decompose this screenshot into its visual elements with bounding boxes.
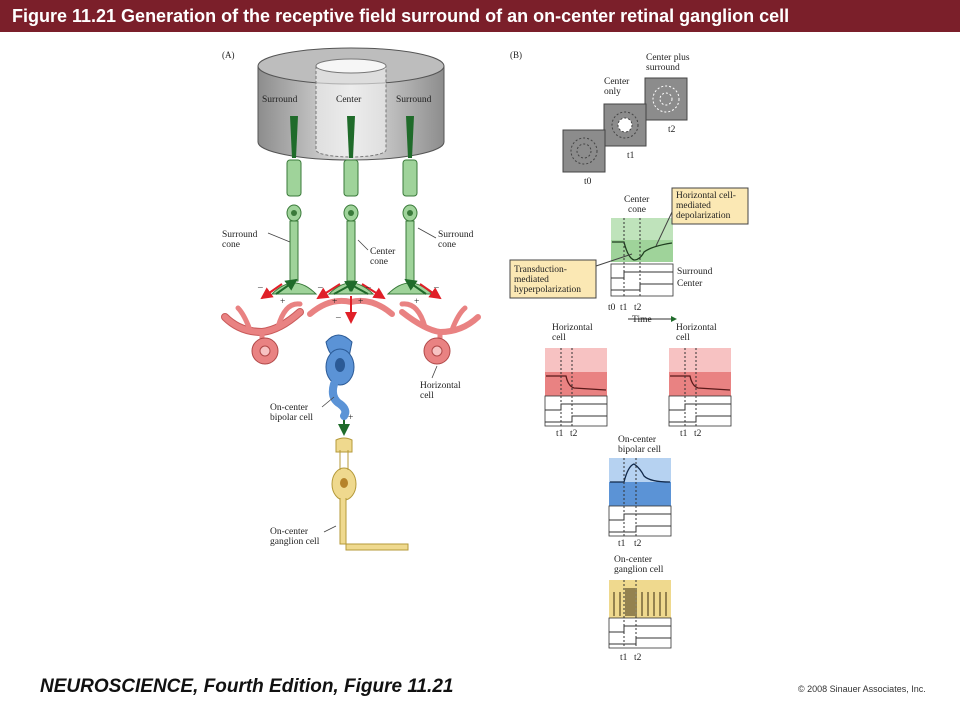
synapse-arrows <box>260 278 442 436</box>
stim-label-center-plus-2: surround <box>646 63 680 73</box>
horizontal-left-label-2: cell <box>552 333 566 343</box>
sign-plus-2: + <box>332 297 337 307</box>
label-center-cone-2: cone <box>370 257 388 267</box>
horizontal-cell-right <box>399 301 481 365</box>
bipolar-trace <box>608 458 672 537</box>
cone-trace-center: Center <box>677 279 703 289</box>
stimulus-frames <box>562 77 688 173</box>
cone-trace-title-2: cone <box>628 205 646 215</box>
cone-trace-t2: t2 <box>634 303 642 313</box>
horizontal-right-t1: t1 <box>680 429 688 439</box>
label-center-cone-1: Center <box>370 247 396 257</box>
center-cone-trace <box>610 218 677 322</box>
bipolar-label-2: bipolar cell <box>618 445 661 455</box>
ganglion-t1: t1 <box>620 653 628 663</box>
horizontal-left-label-1: Horizontal <box>552 323 593 333</box>
figure-diagram: (A) Surround Center Surround <box>221 47 749 663</box>
ganglion-label-1: On-center <box>614 555 653 565</box>
sign-minus-1: – <box>257 283 263 293</box>
horizontal-left-t1: t1 <box>556 429 564 439</box>
label-ganglion-1: On-center <box>270 527 309 537</box>
sign-minus-3: – <box>365 283 371 293</box>
bipolar-t1: t1 <box>618 539 626 549</box>
callout-t-2: mediated <box>514 275 549 285</box>
stim-label-t0: t0 <box>584 177 592 187</box>
panel-a-label: (A) <box>222 50 235 60</box>
cone-trace-t1: t1 <box>620 303 628 313</box>
label-surround-cone-right-2: cone <box>438 240 456 250</box>
stim-label-center-only-2: only <box>604 87 621 97</box>
cylinder-surround-left: Surround <box>262 95 298 105</box>
label-bipolar-1: On-center <box>270 403 309 413</box>
label-horizontal-cell-1: Horizontal <box>420 381 461 391</box>
callout-t-1: Transduction- <box>514 265 567 275</box>
receptive-field-cylinder: Surround Center Surround <box>257 47 445 161</box>
horizontal-trace-right <box>668 348 732 427</box>
stim-label-center-only-1: Center <box>604 77 630 87</box>
horizontal-cell-left <box>221 301 304 365</box>
label-horizontal-cell-2: cell <box>420 391 434 401</box>
sign-plus-5: + <box>348 413 353 423</box>
label-surround-cone-left-1: Surround <box>222 230 258 240</box>
label-ganglion-2: ganglion cell <box>270 537 320 547</box>
callout-t-3: hyperpolarization <box>514 285 581 295</box>
book-citation: NEUROSCIENCE, Fourth Edition, Figure 11.… <box>40 676 454 697</box>
bipolar-label-1: On-center <box>618 435 657 445</box>
callout-h-1: Horizontal cell- <box>676 191 736 201</box>
label-bipolar-2: bipolar cell <box>270 413 313 423</box>
cone-trace-time: Time <box>632 315 652 325</box>
horizontal-trace-left <box>544 348 608 427</box>
sign-minus-2: – <box>317 283 323 293</box>
callout-h-2: mediated <box>676 201 711 211</box>
horizontal-right-label-2: cell <box>676 333 690 343</box>
callout-horizontal-depolarization <box>655 187 749 247</box>
figure-title: Figure 11.21 Generation of the receptive… <box>12 6 790 26</box>
sign-plus-3: + <box>358 297 363 307</box>
cone-trace-title-1: Center <box>624 195 650 205</box>
title-bar: Figure 11.21 Generation of the receptive… <box>0 0 960 32</box>
stim-label-t2: t2 <box>668 125 676 135</box>
sign-minus-4: – <box>433 283 439 293</box>
panel-b-label: (B) <box>510 50 522 60</box>
callout-h-3: depolarization <box>676 211 731 221</box>
callout-transduction-hyperpolarization <box>509 253 633 299</box>
label-surround-cone-right-1: Surround <box>438 230 474 240</box>
sign-minus-5: – <box>335 313 341 323</box>
horizontal-left-t2: t2 <box>570 429 578 439</box>
panel-a-labels: Surround cone Center cone Surround cone … <box>222 227 474 547</box>
ganglion-label-2: ganglion cell <box>614 565 664 575</box>
on-center-bipolar-cell <box>325 334 355 420</box>
horizontal-right-t2: t2 <box>694 429 702 439</box>
copyright-notice: © 2008 Sinauer Associates, Inc. <box>798 684 926 694</box>
cone-trace-t0: t0 <box>608 303 616 313</box>
cylinder-center: Center <box>336 95 362 105</box>
label-surround-cone-left-2: cone <box>222 240 240 250</box>
sign-plus-4: + <box>414 297 419 307</box>
bipolar-t2: t2 <box>634 539 642 549</box>
on-center-ganglion-cell <box>331 437 409 551</box>
cylinder-surround-right: Surround <box>396 95 432 105</box>
cone-trace-surround: Surround <box>677 267 713 277</box>
horizontal-right-label-1: Horizontal <box>676 323 717 333</box>
ganglion-t2: t2 <box>634 653 642 663</box>
ganglion-trace <box>608 580 672 649</box>
stim-label-t1: t1 <box>627 151 635 161</box>
sign-plus-1: + <box>280 297 285 307</box>
stim-label-center-plus-1: Center plus <box>646 53 690 63</box>
